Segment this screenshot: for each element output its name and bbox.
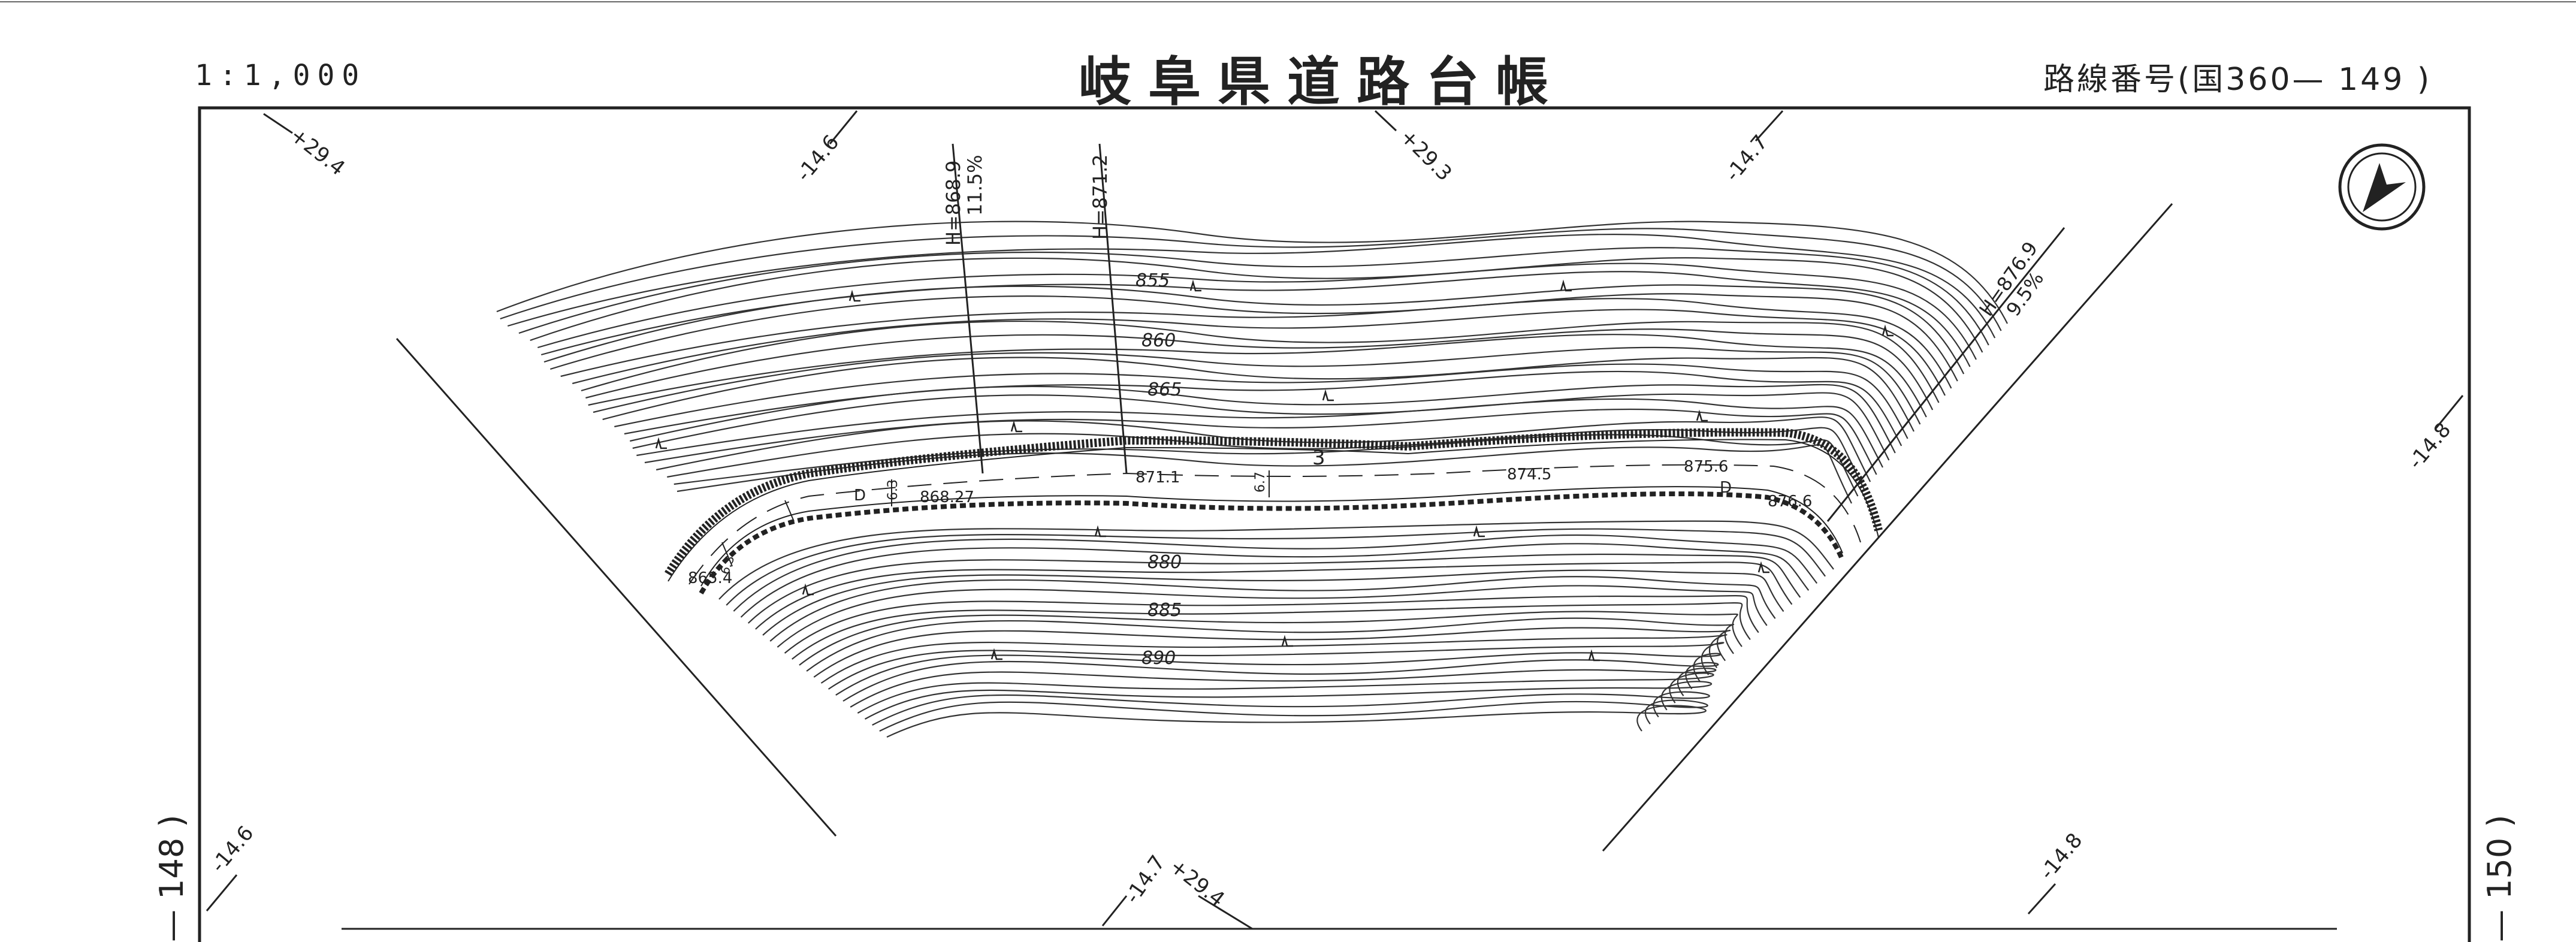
road-edge-upper	[668, 439, 1879, 582]
contour-line	[769, 576, 1776, 642]
north-arrow-icon	[2338, 143, 2426, 231]
contour-line	[581, 320, 1940, 403]
contour-line	[585, 328, 1934, 410]
grade-leader	[952, 143, 984, 474]
contour-line	[500, 228, 2002, 331]
grade-leader	[1098, 143, 1128, 474]
right-sheet-ref: — 150 )	[2481, 815, 2518, 942]
contour-line	[747, 553, 1801, 624]
contour-line	[784, 595, 1759, 654]
road-centerline	[688, 464, 1861, 585]
contour-line	[718, 520, 1834, 600]
contour-line	[667, 427, 1865, 490]
station-label: -14.8	[2403, 418, 2456, 474]
contour-line	[864, 681, 1713, 720]
contour-line	[820, 634, 1728, 684]
contour-line	[806, 617, 1735, 672]
contour-line	[560, 298, 1952, 389]
left-sheet-ref: — 148 )	[153, 815, 191, 942]
map-title: 岐阜県道路台帳	[1079, 51, 1566, 113]
grade-height: H=871.2	[1089, 155, 1112, 240]
map-scale: 1:1,000	[195, 59, 367, 92]
contour-label: 860	[1141, 330, 1176, 351]
contour-line	[792, 602, 1751, 660]
contour-line	[886, 705, 1707, 738]
station-label: +29.4	[285, 123, 349, 181]
survey-symbol: D	[854, 487, 866, 505]
contour-line	[614, 363, 1908, 439]
contour-label: 855	[1136, 270, 1170, 291]
contour-line	[530, 257, 1983, 353]
contour-line	[726, 528, 1826, 606]
contour-line	[879, 699, 1708, 732]
lower-slope-contours	[718, 520, 1834, 738]
contour-line	[850, 668, 1717, 708]
survey-symbol: D	[1720, 479, 1732, 497]
section-line-left	[395, 338, 837, 837]
contour-line	[602, 357, 1914, 432]
contour-label: 865	[1147, 379, 1182, 400]
map-frame	[198, 106, 2471, 942]
road-width: 6.7	[1253, 472, 1268, 493]
contour-line	[572, 309, 1946, 396]
contour-line	[632, 392, 1890, 461]
road-edge-lower	[699, 491, 1845, 594]
vegetation-symbols	[655, 279, 1894, 662]
road-width: 6.3	[717, 554, 737, 576]
upper-slope-contours	[496, 221, 2008, 504]
section-line-right	[1602, 203, 2173, 852]
road-number: 3	[1312, 446, 1325, 470]
contour-line	[740, 543, 1810, 618]
contour-line	[835, 652, 1722, 696]
road-elevation: 876.6	[1768, 493, 1812, 511]
contour-label: 885	[1147, 600, 1182, 621]
contour-label: 880	[1147, 552, 1182, 573]
road-elevation: 865.4	[688, 569, 732, 587]
contour-line	[674, 434, 1859, 497]
contour-line	[624, 370, 1902, 446]
contour-line	[549, 293, 1958, 382]
contour-line	[755, 561, 1793, 630]
grade-height: H=868.9	[942, 161, 965, 246]
station-label: +29.3	[1396, 125, 1457, 186]
contour-label: 890	[1141, 648, 1176, 669]
road-elevation: 868.27	[920, 488, 974, 506]
contour-line	[518, 247, 1989, 346]
contour-line	[588, 334, 1927, 418]
contour-line	[872, 691, 1710, 726]
contour-line	[507, 233, 1996, 339]
contour-line	[828, 642, 1725, 690]
road	[665, 428, 1883, 594]
contour-line	[644, 408, 1877, 475]
contour-line	[537, 262, 1977, 360]
road-elevation: 874.5	[1507, 466, 1551, 484]
station-label: -14.7	[1720, 131, 1772, 186]
station-label: -14.8	[2035, 829, 2087, 884]
contour-line	[842, 659, 1719, 702]
road-elevation: 871.1	[1136, 469, 1180, 487]
contour-line	[857, 672, 1714, 714]
contour-line	[813, 627, 1731, 678]
station-label: +29.4	[1165, 855, 1229, 912]
contour-line	[733, 534, 1818, 612]
contour-line	[799, 611, 1743, 666]
station-label: -14.6	[792, 131, 844, 186]
contour-line	[496, 221, 2008, 324]
contour-line	[762, 569, 1784, 636]
contour-line	[540, 271, 1971, 367]
road-retaining-wall	[665, 428, 1883, 576]
route-number: 路線番号(国360— 149 )	[2043, 62, 2432, 98]
station-label: -14.7	[1121, 851, 1170, 908]
grade-leader	[1826, 227, 2065, 522]
road-edge-lower-2	[700, 486, 1843, 587]
station-label: -14.6	[206, 822, 258, 877]
road-width: 6.3	[886, 479, 901, 500]
road-elevation: 875.6	[1684, 458, 1728, 476]
grade-percent: 11.5%	[964, 155, 986, 216]
contour-line	[777, 585, 1768, 648]
contour-line	[593, 346, 1921, 425]
